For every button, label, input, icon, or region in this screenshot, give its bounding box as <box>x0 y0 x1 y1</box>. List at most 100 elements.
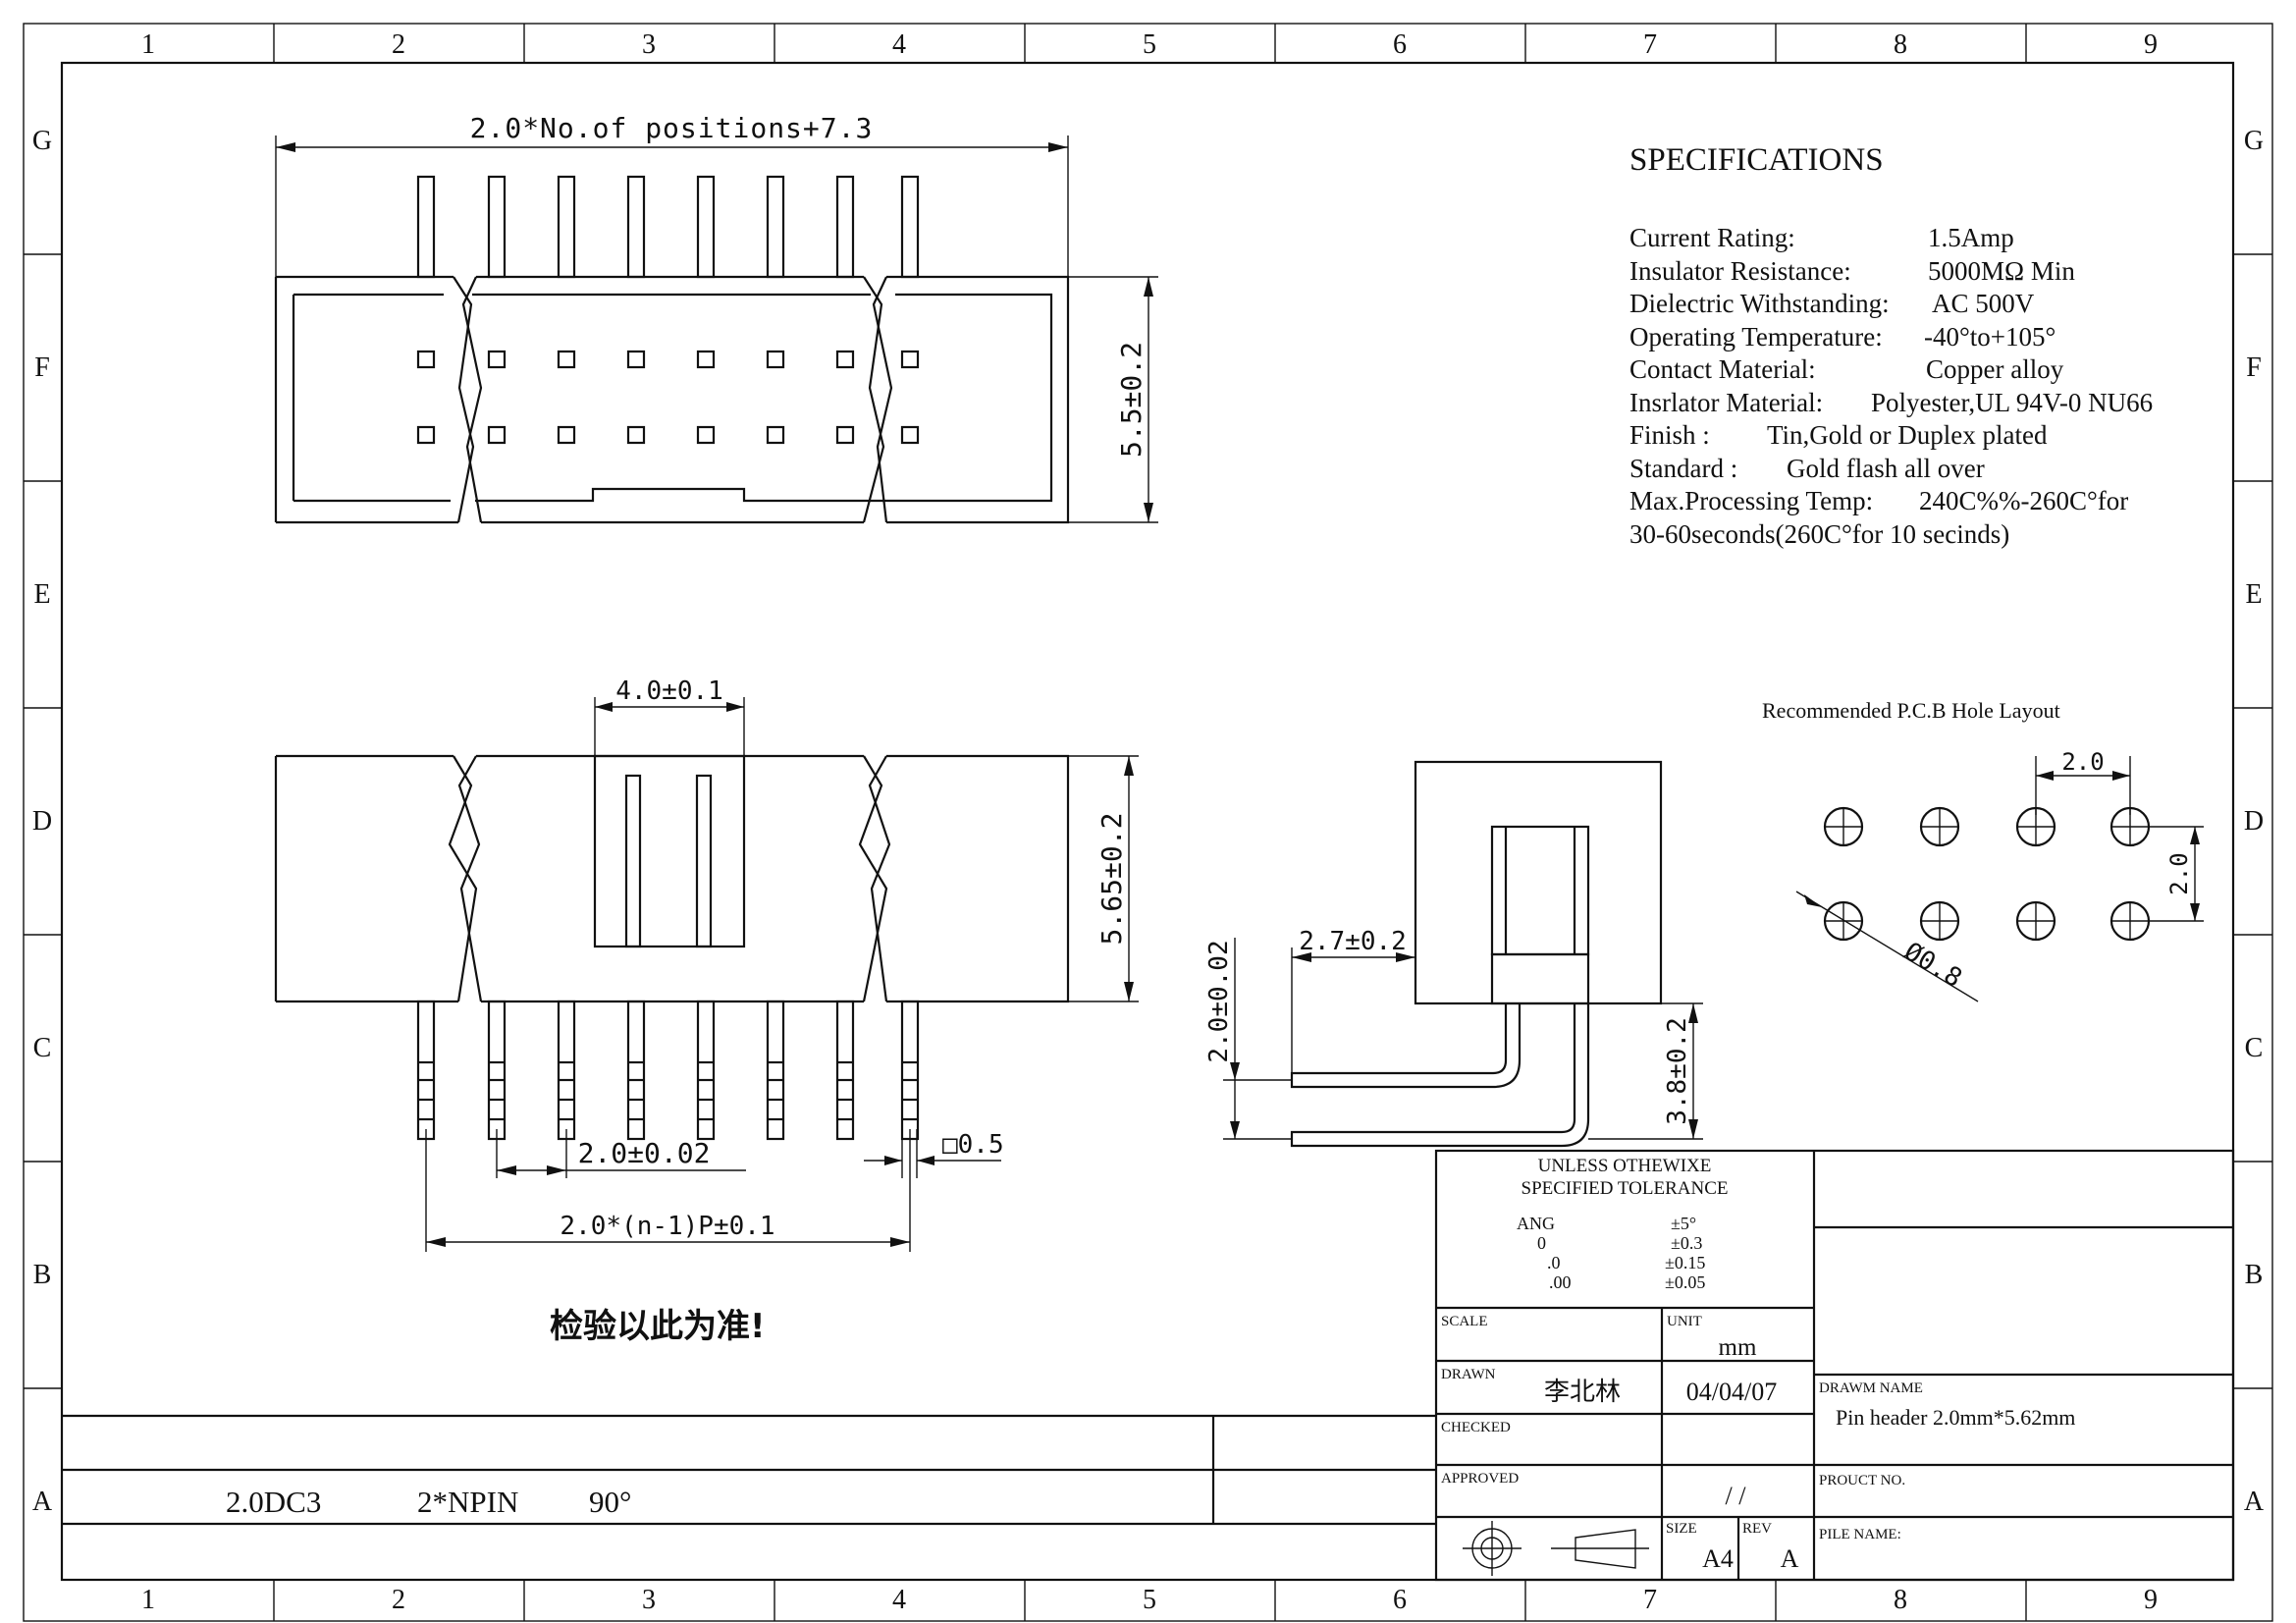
col-label: 7 <box>1643 29 1657 60</box>
pcb-pitch-y: 2.0 <box>2165 852 2193 894</box>
part-code: 2.0DC3 <box>226 1485 321 1519</box>
spec-value: AC 500V <box>1932 289 2035 318</box>
col-label: 4 <box>892 1585 906 1615</box>
col-label: 9 <box>2144 1585 2158 1615</box>
pin-size-dim: □0.5 <box>942 1130 1004 1160</box>
front-view: 4.0±0.1 5.65±0.2 2.0±0.02 <box>274 676 1139 1346</box>
pcb-pitch-x: 2.0 <box>2061 748 2104 776</box>
drawing-frame <box>23 23 2273 1622</box>
pin-square <box>416 425 436 445</box>
rev-value: A <box>1781 1544 1799 1573</box>
tolerance-title-2: SPECIFIED TOLERANCE <box>1522 1178 1729 1199</box>
col-label: 3 <box>642 1585 656 1615</box>
col-label: 2 <box>392 29 405 60</box>
pin-square <box>835 425 855 445</box>
row-label: D <box>2244 806 2264 837</box>
top-width-dim: 2.0*No.of positions+7.3 <box>470 112 874 144</box>
pin-square <box>557 350 576 369</box>
approved-value: / / <box>1726 1482 1747 1510</box>
column-labels-top: 1 2 3 4 5 6 7 8 9 <box>141 29 2158 60</box>
checked-label: CHECKED <box>1441 1420 1511 1435</box>
span-dim: 2.0*(n-1)P±0.1 <box>560 1212 774 1241</box>
row-labels-left: G F E D C B A <box>32 126 53 1517</box>
spec-value: -40°to+105° <box>1924 322 2056 352</box>
pin-square <box>696 425 716 445</box>
unit-label: UNIT <box>1667 1314 1702 1329</box>
product-no-label: PROUCT NO. <box>1819 1473 1905 1488</box>
spec-value: Polyester,UL 94V-0 NU66 <box>1871 388 2153 417</box>
file-name-label: PILE NAME: <box>1819 1527 1901 1542</box>
row-label: B <box>2245 1260 2264 1290</box>
pcb-hole-layout: Recommended P.C.B Hole Layout 2.0 2.0 Ø0… <box>1762 698 2204 1002</box>
front-height-dim: 5.65±0.2 <box>1095 813 1128 946</box>
pin-square <box>766 350 785 369</box>
row-label: C <box>2245 1033 2264 1063</box>
col-label: 1 <box>141 1585 155 1615</box>
col-label: 1 <box>141 29 155 60</box>
row-label: C <box>33 1033 52 1063</box>
tol-key: 0 <box>1537 1233 1546 1253</box>
spec-label: Insulator Resistance: <box>1629 256 1851 286</box>
pin-square <box>696 350 716 369</box>
top-pin <box>487 175 507 279</box>
spec-label: Insrlator Material: <box>1629 388 1823 417</box>
top-view: 2.0*No.of positions+7.3 5.5±0.2 <box>274 112 1158 524</box>
spec-value: Tin,Gold or Duplex plated <box>1767 420 2048 450</box>
col-label: 7 <box>1643 1585 1657 1615</box>
spec-value: 1.5Amp <box>1928 223 2014 252</box>
row-label: G <box>2244 126 2264 156</box>
col-label: 5 <box>1143 1585 1156 1615</box>
drawn-by: 李北林 <box>1544 1378 1621 1407</box>
pcb-title: Recommended P.C.B Hole Layout <box>1762 698 2060 723</box>
spec-value: 240C%%-260C°for <box>1919 486 2128 515</box>
col-label: 6 <box>1393 29 1407 60</box>
drawing-name-label: DRAWM NAME <box>1819 1380 1923 1396</box>
pin-square <box>626 425 646 445</box>
offset-dim: 2.7±0.2 <box>1299 927 1407 956</box>
col-label: 3 <box>642 29 656 60</box>
col-label: 8 <box>1894 29 1907 60</box>
col-label: 2 <box>392 1585 405 1615</box>
top-pin <box>835 175 855 279</box>
row-labels-right: G F E D C B A <box>2244 126 2265 1517</box>
row-label: F <box>34 352 50 383</box>
tol-key: .0 <box>1547 1253 1561 1272</box>
pcb-hole-dia: Ø0.8 <box>1899 937 1967 994</box>
tolerance-title-1: UNLESS OTHEWIXE <box>1538 1156 1712 1176</box>
size-label: SIZE <box>1666 1521 1697 1537</box>
approved-label: APPROVED <box>1441 1471 1519 1487</box>
top-pin <box>900 175 920 279</box>
row-label: D <box>32 806 52 837</box>
top-height-dim: 5.5±0.2 <box>1115 342 1148 458</box>
spec-label: Operating Temperature: <box>1629 322 1883 352</box>
top-pin <box>696 175 716 279</box>
row-label: G <box>32 126 52 156</box>
top-pin <box>557 175 576 279</box>
front-pin <box>835 1000 855 1141</box>
spec-title: SPECIFICATIONS <box>1629 142 1884 178</box>
part-pins: 2*NPIN <box>417 1485 518 1519</box>
row-label: F <box>2246 352 2262 383</box>
tol-val: ±5° <box>1671 1214 1696 1233</box>
tol-val: ±0.05 <box>1665 1272 1705 1292</box>
pin-square <box>487 425 507 445</box>
tol-key: .00 <box>1549 1272 1572 1292</box>
spec-value: 30-60seconds(260C°for 10 secinds) <box>1629 519 2009 549</box>
row-label: E <box>33 579 50 610</box>
scale-label: SCALE <box>1441 1314 1488 1329</box>
part-angle: 90° <box>589 1485 631 1519</box>
pin-length-dim: 3.8±0.2 <box>1663 1017 1692 1125</box>
specifications-block: SPECIFICATIONS Current Rating: 1.5Amp In… <box>1629 142 2153 549</box>
unit-value: mm <box>1719 1334 1757 1361</box>
pitch-dim: 2.0±0.02 <box>578 1137 711 1169</box>
pin-square <box>835 350 855 369</box>
spec-value: Copper alloy <box>1926 354 2064 384</box>
tol-val: ±0.3 <box>1671 1233 1702 1253</box>
drawn-date: 04/04/07 <box>1686 1378 1777 1406</box>
pin-square <box>626 350 646 369</box>
front-pin <box>766 1000 785 1141</box>
top-pin <box>766 175 785 279</box>
pin-square <box>416 350 436 369</box>
pin-square <box>557 425 576 445</box>
